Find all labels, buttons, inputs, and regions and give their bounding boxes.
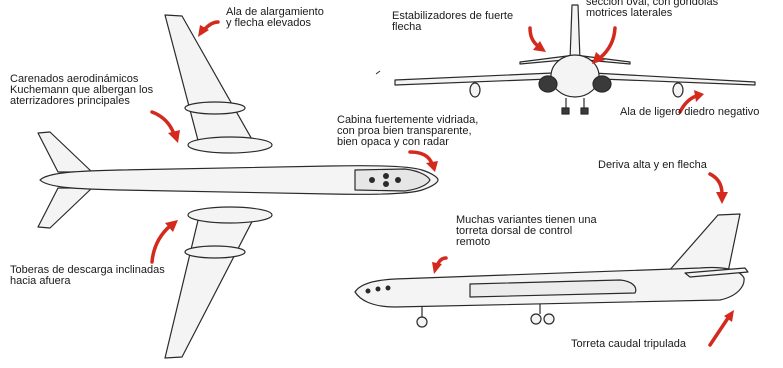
label-wing-line1: Ala de alargamiento xyxy=(226,6,324,18)
front-pod-left xyxy=(469,82,481,98)
plan-view xyxy=(37,14,439,359)
front-view xyxy=(394,4,756,115)
plan-cockpit xyxy=(354,168,431,192)
plan-upper-wing xyxy=(164,14,259,151)
label-turret: Muchas variantes tienen una torreta dors… xyxy=(456,215,597,248)
arrow-turret xyxy=(432,256,448,274)
arrow-fairings xyxy=(150,110,180,143)
side-main-wheel-front xyxy=(530,313,542,325)
label-cockpit: Cabina fuertemente vidriada, con proa bi… xyxy=(337,115,478,148)
label-fairings-line1: Carenados aerodinámicos xyxy=(10,73,139,85)
label-fin: Deriva alta y en flecha xyxy=(598,160,707,171)
label-tail-turret-line1: Torreta caudal tripulada xyxy=(571,338,686,350)
arrow-fuselage xyxy=(592,26,617,64)
label-dihedral-line1: Ala de ligero diedro negativo xyxy=(620,106,760,118)
label-exhaust: Toberas de descarga inclinadas hacia afu… xyxy=(10,265,165,287)
side-view xyxy=(354,213,749,328)
label-fairings: Carenados aerodinámicos Kuchemann que al… xyxy=(10,74,153,107)
label-turret-line2: torreta dorsal de control xyxy=(456,225,573,237)
side-tailplane xyxy=(684,267,749,278)
label-exhaust-line1: Toberas de descarga inclinadas xyxy=(10,264,165,276)
label-fin-line1: Deriva alta y en flecha xyxy=(598,159,707,171)
plan-fuselage xyxy=(39,165,439,195)
label-fairings-line3: aterrizadores principales xyxy=(10,95,130,107)
label-tail-turret: Torreta caudal tripulada xyxy=(571,339,686,350)
side-main-wheel-rear xyxy=(543,313,555,325)
arrow-wing xyxy=(198,20,220,37)
arrow-tail-turret xyxy=(708,310,734,347)
plan-nacelle-lower xyxy=(187,206,273,224)
plan-nacelle-upper xyxy=(187,136,273,154)
side-engine-nacelle xyxy=(469,279,637,298)
arrow-fin xyxy=(708,172,728,204)
label-turret-line3: remoto xyxy=(456,236,491,248)
plan-fairing-lower xyxy=(184,245,246,259)
label-turret-line1: Muchas variantes tienen una xyxy=(456,214,597,226)
label-fuselage-line2: motrices laterales xyxy=(586,7,673,19)
plan-tailplane-lower xyxy=(37,187,93,229)
front-pod-right xyxy=(672,82,684,98)
pointer-arrows xyxy=(150,20,734,347)
label-dihedral: Ala de ligero diedro negativo xyxy=(620,107,759,118)
side-fin xyxy=(667,213,741,273)
label-fuselage-line1: sección oval, con góndolas xyxy=(586,0,719,8)
label-wing: Ala de alargamiento y flecha elevados xyxy=(226,7,324,29)
front-engine-left xyxy=(538,75,558,93)
label-cockpit-line1: Cabina fuertemente vidriada, xyxy=(337,114,479,126)
plan-lower-wing xyxy=(164,209,259,359)
plan-tailplane-upper xyxy=(37,131,93,173)
stray-mark xyxy=(375,70,381,75)
label-stabilizers-line2: flecha xyxy=(392,21,422,33)
front-engine-right xyxy=(592,75,612,93)
label-fuselage: sección oval, con góndolas motrices late… xyxy=(586,0,718,19)
label-cockpit-line2: con proa bien transparente, xyxy=(337,125,472,137)
label-stabilizers: Estabilizadores de fuerte flecha xyxy=(392,11,513,33)
arrow-dihedral xyxy=(678,90,704,114)
label-stabilizers-line1: Estabilizadores de fuerte xyxy=(392,10,514,22)
label-exhaust-line2: hacia afuera xyxy=(10,275,71,287)
front-fuselage xyxy=(550,54,600,98)
label-cockpit-line3: bien opaca y con radar xyxy=(337,136,449,148)
front-fin xyxy=(569,4,581,61)
side-nose-wheel xyxy=(416,316,428,328)
arrow-cockpit xyxy=(408,150,438,172)
label-wing-line2: y flecha elevados xyxy=(226,17,311,29)
label-fairings-line2: Kuchemann que albergan los xyxy=(10,84,154,96)
plan-fairing-upper xyxy=(184,101,246,115)
arrow-exhaust xyxy=(150,220,178,264)
arrow-stabilizers xyxy=(528,26,546,52)
